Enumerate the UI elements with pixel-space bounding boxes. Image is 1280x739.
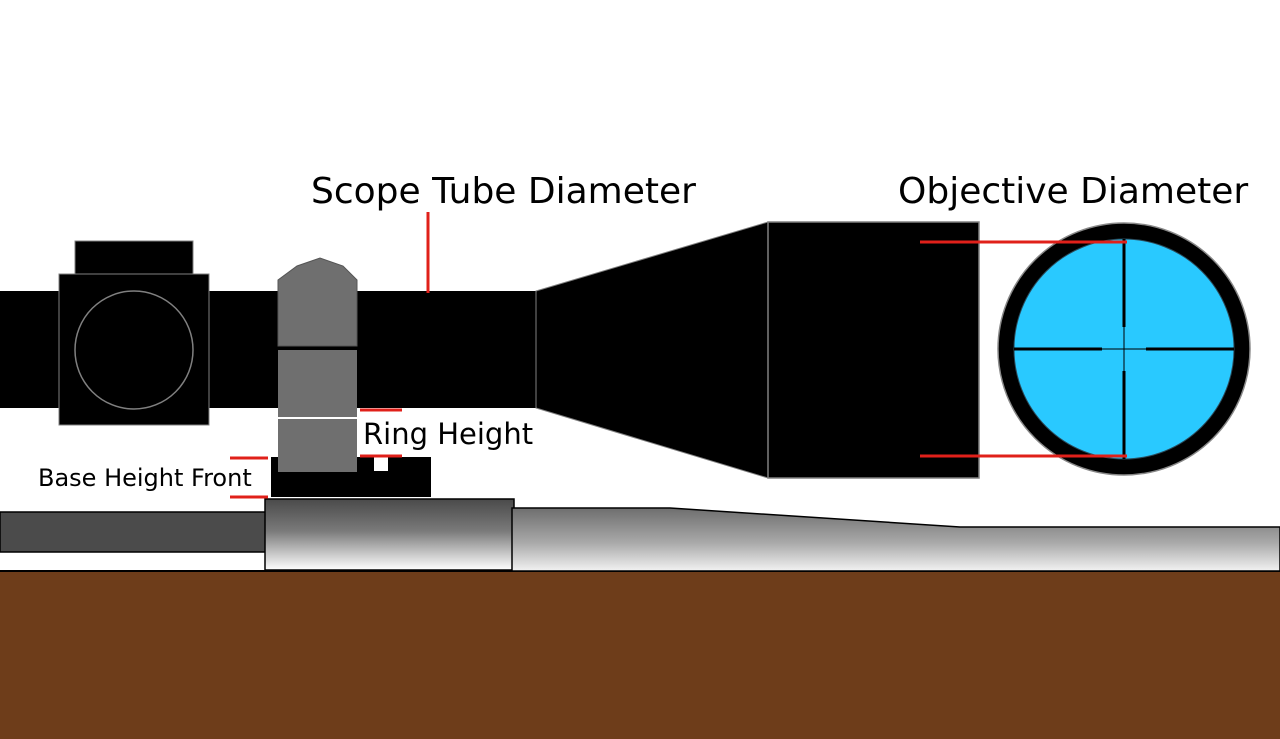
ring-height-label: Ring Height — [363, 417, 533, 451]
receiver-mount-section — [264, 498, 515, 571]
receiver-rear — [0, 511, 267, 553]
rifle-stock — [0, 570, 1280, 739]
scope-objective-bell — [535, 221, 769, 479]
base-height-front-label: Base Height Front — [38, 464, 252, 492]
base-notch — [374, 457, 388, 471]
objective-housing — [767, 221, 980, 479]
turret-dial — [74, 290, 194, 410]
scope-tube-rear — [0, 291, 60, 408]
measurement-lines — [230, 212, 1127, 499]
scope-ring-top — [277, 257, 358, 347]
scope-ring-bottom — [278, 419, 357, 472]
rifle-barrel — [511, 507, 1280, 572]
scope-ring-middle — [278, 350, 357, 417]
scope-tube-main — [205, 291, 540, 408]
turret-cap — [74, 240, 194, 276]
objective-diameter-label: Objective Diameter — [898, 171, 1248, 212]
scope-tube-diameter-label: Scope Tube Diameter — [311, 171, 696, 212]
reticle-crosshair — [1014, 239, 1234, 459]
